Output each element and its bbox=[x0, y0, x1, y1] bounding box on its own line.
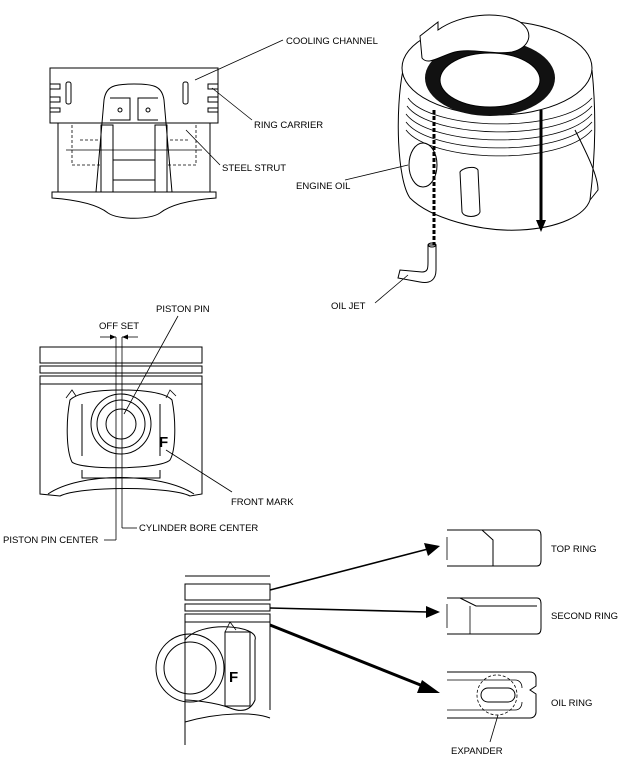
engine-oil-label: ENGINE OIL bbox=[296, 181, 350, 192]
oil-ring-label: OIL RING bbox=[551, 698, 592, 709]
steel-strut-label: STEEL STRUT bbox=[222, 163, 286, 174]
second-ring-profile bbox=[446, 597, 542, 635]
piston-offset-view: F bbox=[39, 334, 203, 540]
piston-cross-section bbox=[49, 67, 219, 219]
piston-pin-label: PISTON PIN bbox=[156, 304, 210, 315]
front-mark-label: FRONT MARK bbox=[231, 497, 294, 508]
oil-ring-profile bbox=[447, 671, 537, 719]
oil-jet-nozzle bbox=[397, 242, 437, 283]
top-ring-profile bbox=[446, 529, 542, 567]
top-ring-label: TOP RING bbox=[551, 544, 597, 555]
front-mark-letter: F bbox=[159, 434, 168, 451]
cylinder-bore-center-label: CYLINDER BORE CENTER bbox=[139, 523, 258, 534]
off-set-label: OFF SET bbox=[99, 321, 139, 332]
oil-jet-label: OIL JET bbox=[331, 301, 366, 312]
ring-carrier-label: RING CARRIER bbox=[254, 120, 323, 131]
front-mark-letter-2: F bbox=[229, 669, 238, 686]
expander-label: EXPANDER bbox=[451, 746, 503, 757]
second-ring-label: SECOND RING bbox=[551, 611, 618, 622]
cooling-channel-label: COOLING CHANNEL bbox=[286, 36, 378, 47]
piston-rings-view: F bbox=[155, 543, 440, 745]
piston-3d-view bbox=[397, 14, 599, 245]
piston-pin-center-label: PISTON PIN CENTER bbox=[3, 535, 99, 546]
